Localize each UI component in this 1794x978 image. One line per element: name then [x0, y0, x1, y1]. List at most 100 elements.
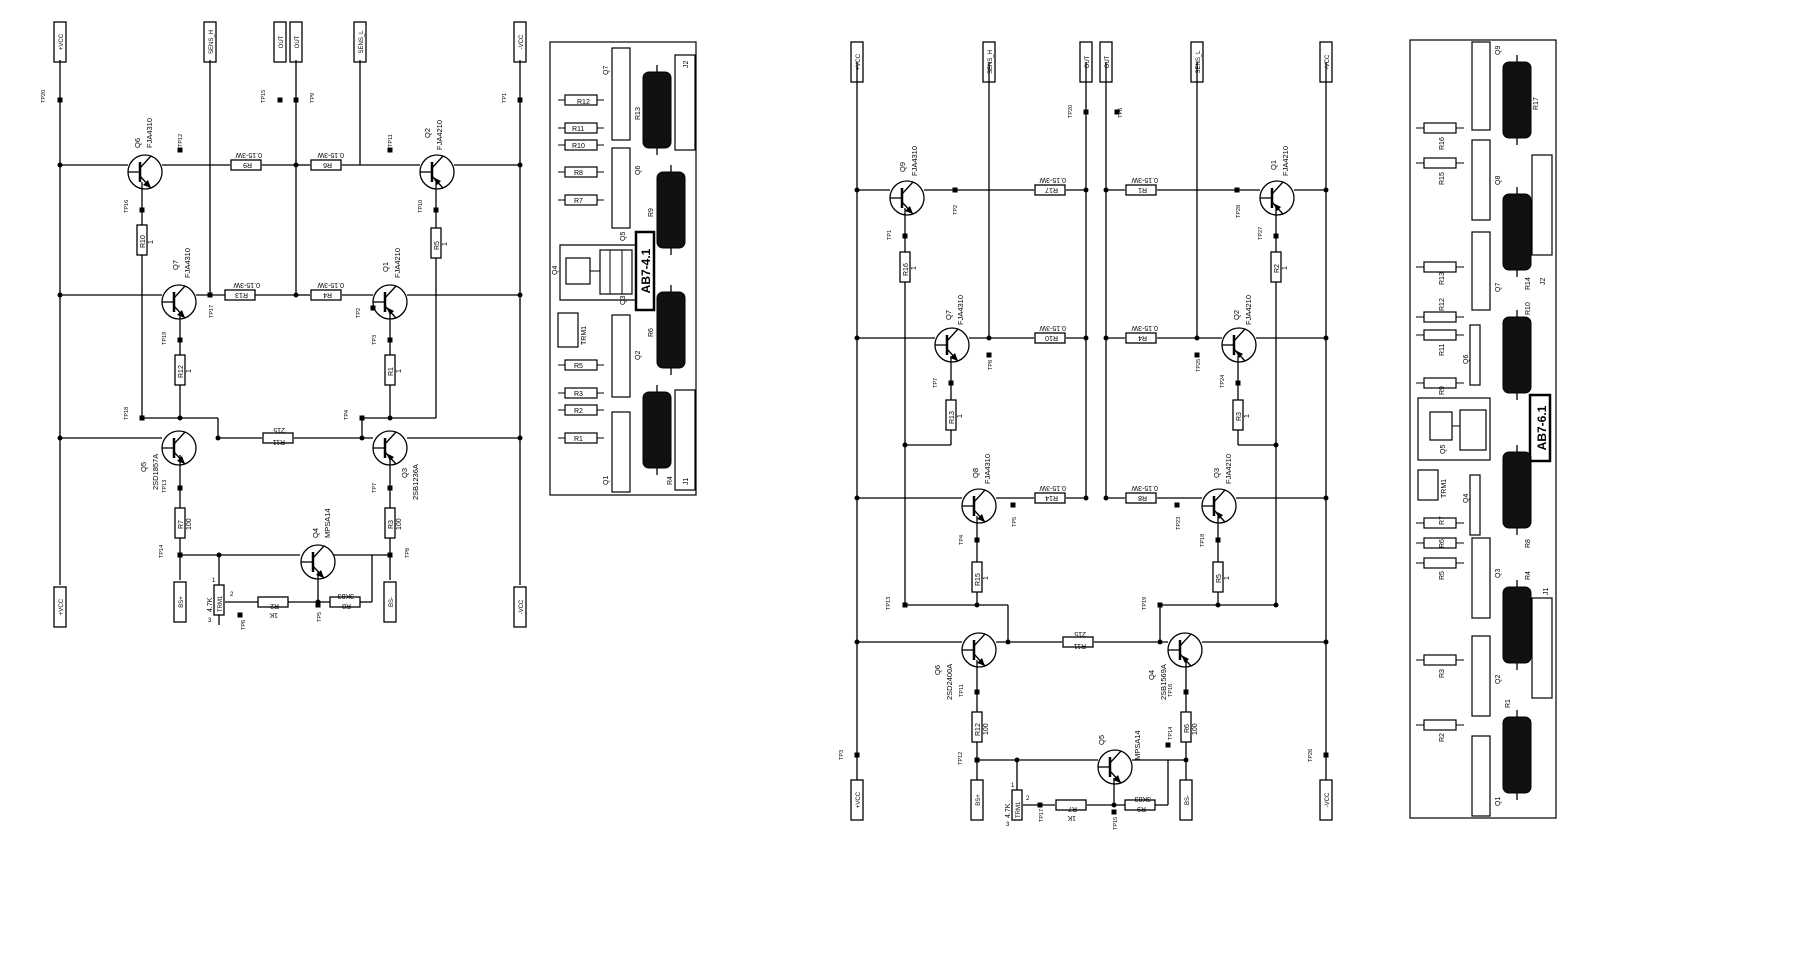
resistor-value: 1K: [1067, 814, 1076, 821]
rail-label: SENS_L: [1196, 50, 1202, 74]
pcb-label: Q4: [1463, 494, 1470, 503]
pcb-label: J2: [1540, 278, 1547, 286]
pcb-layout-a: AB7-4.1 Q7 J2 R12 R13 R11 R10 R8 Q6 R7 R…: [549, 41, 697, 496]
rail-label: BS+: [976, 794, 982, 806]
resistor-value: 1: [442, 242, 449, 246]
resistor-value: 0.15-3W: [1039, 484, 1066, 491]
resistor-ref: R13: [949, 411, 956, 424]
pcb-label: R8: [574, 170, 583, 177]
resistor-value: 100: [983, 723, 990, 735]
transistor-ref: Q4: [311, 528, 320, 538]
transistor-ref: Q3: [400, 468, 409, 478]
pcb-label: R8: [1525, 539, 1532, 548]
pcb-label: J1: [683, 478, 690, 486]
testpoint-label: TP11: [959, 684, 965, 697]
pcb-label: R1: [1505, 699, 1512, 708]
transistor-part: 2SB1569A: [1159, 664, 1168, 700]
trimmer-ref: TRM1: [218, 595, 224, 612]
resistor-value: 100: [396, 518, 403, 530]
testpoint-label: TP13: [886, 597, 892, 610]
testpoint-label: TP16: [124, 200, 130, 213]
transistor-part: MPSA14: [323, 508, 332, 538]
pcb-label: Q9: [1495, 46, 1502, 55]
pcb-label: J1: [1543, 588, 1550, 596]
resistor-ref: R11: [1074, 642, 1086, 649]
resistor-ref: R10: [140, 235, 147, 248]
testpoint-label: TP3: [839, 750, 845, 760]
resistor-ref: R1: [1138, 186, 1147, 193]
resistor-value: 0.15-3W: [235, 151, 262, 158]
pin-number: 2: [1026, 796, 1030, 802]
pcb-label: Q2: [635, 351, 642, 360]
testpoint-label: TP5: [317, 612, 323, 622]
pcb-label: R12: [1439, 298, 1446, 311]
pcb-label: Q3: [620, 296, 627, 305]
transistor-ref: Q8: [971, 468, 980, 478]
resistor-ref: R3: [388, 520, 395, 529]
transistor-ref: Q1: [381, 262, 390, 272]
resistor-value: 1: [1282, 266, 1289, 270]
resistor-ref: R5: [1216, 574, 1223, 583]
resistor-ref: R3: [1236, 412, 1243, 421]
transistor-ref: Q5: [1097, 735, 1106, 745]
rail-label: -VCC: [1325, 792, 1331, 807]
pcb-label: Q1: [603, 476, 610, 485]
rail-label: +VCC: [856, 791, 862, 808]
resistor-value: 0.15-3W: [317, 151, 344, 158]
resistor-ref: R9: [1137, 805, 1146, 812]
board-label: AB7-6.1: [1535, 405, 1549, 450]
transistor-ref: Q2: [423, 128, 432, 138]
testpoint-label: TP27: [1258, 227, 1264, 240]
testpoint-label: TP28: [1236, 205, 1242, 218]
resistor-ref: R8: [1138, 494, 1147, 501]
testpoint-label: TP1: [887, 230, 893, 240]
testpoint-label: TP12: [958, 752, 964, 765]
pcb-label: R5: [574, 363, 583, 370]
pcb-label: R2: [574, 408, 583, 415]
transistor-part: 2SB1236A: [411, 464, 420, 500]
rail-label: BS-: [389, 597, 395, 607]
resistor-ref: R6: [323, 161, 332, 168]
transistor-part: FJA4210: [1224, 454, 1233, 484]
pin-number: 3: [208, 618, 212, 624]
resistor-value: 3K83: [338, 592, 354, 599]
testpoint-label: TP25: [1196, 359, 1202, 372]
pcb-label: R16: [1439, 137, 1446, 150]
resistor-value: 100: [186, 518, 193, 530]
left-schematic: +VCC SENS_H OUT OUT SENS_L -VCC +VCC BS+…: [41, 21, 527, 630]
pcb-label: R6: [1439, 539, 1446, 548]
transistor-ref: Q6: [133, 138, 142, 148]
pcb-label: TRM1: [1441, 479, 1448, 498]
testpoint-label: TP6: [241, 620, 247, 630]
rail-label: -VCC: [519, 599, 525, 614]
resistor-value: 100: [1192, 723, 1199, 735]
testpoint-label: TP24: [1220, 375, 1226, 388]
pcb-label: R4: [667, 476, 674, 485]
testpoint-label: TP2: [356, 308, 362, 318]
testpoint-label: TP18: [124, 407, 130, 420]
pcb-label: Q5: [620, 232, 627, 241]
transistor-part: FJA4210: [435, 120, 444, 150]
resistor-value: 0.15-3W: [1039, 324, 1066, 331]
trimmer-ref: TRM1: [1016, 801, 1022, 818]
testpoint-label: TP2: [953, 205, 959, 215]
rail-label: OUT: [1105, 55, 1111, 68]
pcb-label: R10: [1525, 302, 1532, 315]
testpoint-label: TP13: [162, 480, 168, 493]
transistor-part: FJA4310: [956, 295, 965, 325]
rail-label: +VCC: [59, 33, 65, 50]
resistor-value: 0.15-3W: [233, 281, 260, 288]
resistor-ref: R16: [903, 263, 910, 276]
pcb-label: R4: [1525, 571, 1532, 580]
transistor-part: FJA4210: [393, 248, 402, 278]
resistor-ref: R7: [1068, 805, 1077, 812]
resistor-ref: R10: [1045, 334, 1058, 341]
pcb-label: R3: [574, 391, 583, 398]
trimmer-value: 4.7K: [1005, 803, 1012, 818]
resistor-ref: R5: [434, 241, 441, 250]
resistor-value: 0.15-3W: [1131, 176, 1158, 183]
rail-label: SENS_L: [359, 30, 365, 54]
resistor-value: 3K83: [1135, 795, 1151, 802]
transistor-ref: Q4: [1147, 670, 1156, 680]
